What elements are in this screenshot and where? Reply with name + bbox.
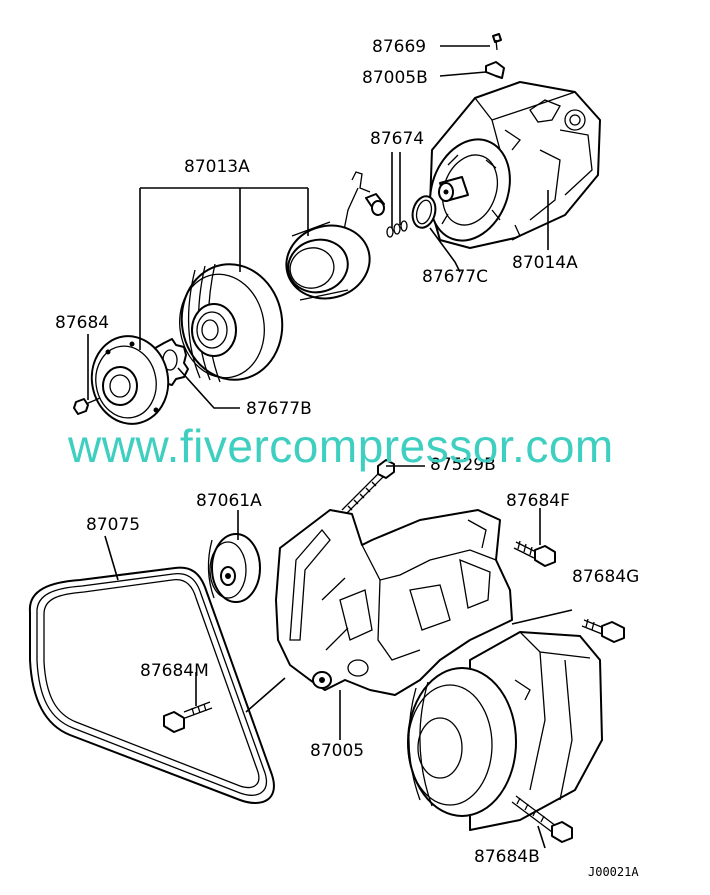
idler-pulley-87061a	[207, 533, 261, 603]
bolt-87529b	[341, 459, 395, 515]
label-87684b: 87684B	[474, 847, 540, 867]
shims-87674	[386, 220, 408, 238]
label-87014a: 87014A	[512, 253, 578, 273]
label-87677c: 87677C	[422, 267, 488, 287]
watermark-text: www.fivercompressor.com	[67, 420, 614, 472]
label-87684f: 87684F	[506, 491, 570, 511]
label-87005b: 87005B	[362, 68, 428, 88]
diagram-code: J00021A	[588, 865, 639, 879]
bolt-87669	[492, 33, 502, 51]
clutch-pulley	[179, 263, 284, 383]
field-coil	[285, 221, 371, 301]
bracket-87005	[275, 509, 513, 696]
label-87677b: 87677B	[246, 399, 312, 419]
leader-lines-lower	[104, 465, 573, 849]
label-87674: 87674	[370, 129, 424, 149]
label-87684g: 87684G	[572, 567, 639, 587]
bolt-87684f	[513, 540, 556, 567]
belt-87075	[28, 566, 275, 804]
bracket-87005b	[485, 61, 505, 79]
compressor-87014a	[429, 81, 601, 249]
part-labels: 87669 87005B 87674 87013A 87014A 87677C …	[55, 37, 639, 879]
bolt-87684	[73, 397, 101, 415]
snap-ring-87677c	[411, 195, 437, 229]
label-87684m: 87684M	[140, 661, 209, 681]
label-87529b: 87529B	[430, 455, 496, 475]
bolt-87684g	[581, 618, 625, 643]
label-87061a: 87061A	[196, 491, 262, 511]
compressor-lower	[407, 631, 603, 831]
bolt-87684b	[511, 795, 573, 843]
label-87669: 87669	[372, 37, 426, 57]
label-87013a: 87013A	[184, 157, 250, 177]
leader-lines-upper	[87, 45, 549, 409]
bolt-87684m	[163, 701, 213, 733]
label-87684: 87684	[55, 313, 109, 333]
field-coil-connector	[343, 171, 385, 231]
armature-plate	[90, 335, 170, 425]
label-87005: 87005	[310, 741, 364, 761]
label-87075: 87075	[86, 515, 140, 535]
